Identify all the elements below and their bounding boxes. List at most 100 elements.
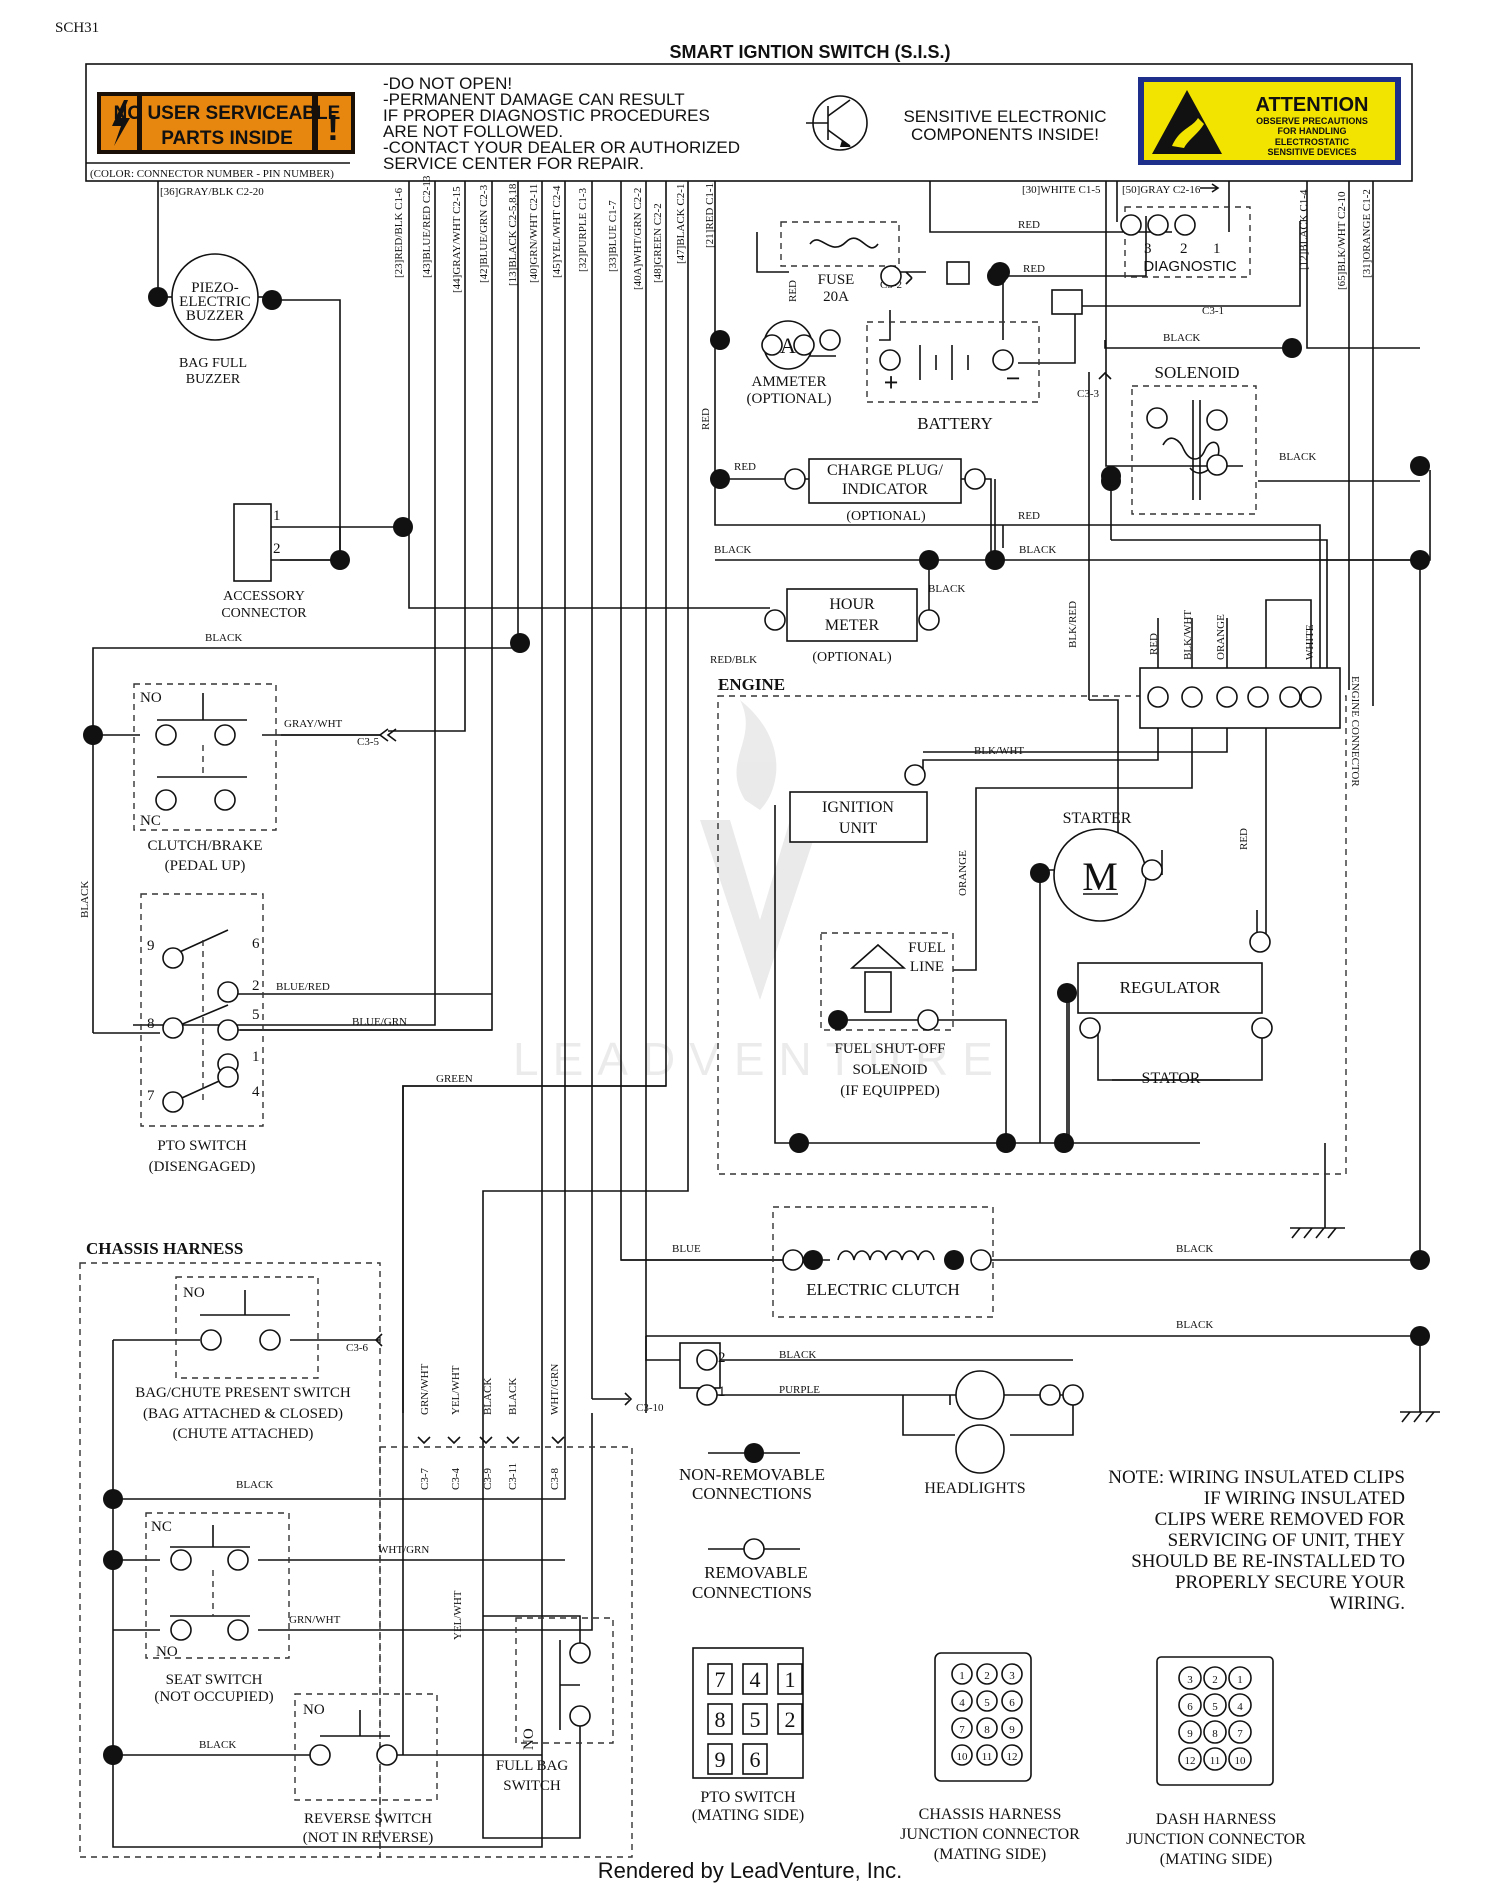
- svg-text:CONNECTIONS: CONNECTIONS: [692, 1484, 812, 1503]
- ignition-unit: IGNITION UNIT: [789, 791, 928, 843]
- bag-chute-switch: NO BAG/CHUTE PRESENT SWITCH (BAG ATTACHE…: [135, 1276, 351, 1442]
- svg-text:BLK/WHT: BLK/WHT: [1182, 610, 1194, 660]
- no-user-serviceable-badge: ! NO USER SERVICEABLE PARTS INSIDE: [97, 92, 355, 154]
- svg-text:NC: NC: [151, 1519, 172, 1535]
- svg-text:-CONTACT YOUR DEALER OR AUTHOR: -CONTACT YOUR DEALER OR AUTHORIZED: [383, 138, 740, 157]
- svg-text:METER: METER: [825, 617, 880, 634]
- removable-connection: [1300, 686, 1322, 708]
- removable-connection: [259, 1329, 281, 1351]
- svg-text:BLACK: BLACK: [1019, 544, 1056, 556]
- chassis-pin-number: 7: [959, 1724, 965, 1736]
- pto-pin-cell: [742, 1663, 768, 1695]
- fixed-connection: [83, 725, 103, 745]
- fixed-connection: [710, 469, 730, 489]
- removable-connection: [376, 1744, 398, 1766]
- connection-nodes: [83, 214, 1430, 1766]
- chassis-pin-number: 8: [984, 1724, 990, 1736]
- dash-pin-number: 8: [1212, 1728, 1218, 1740]
- removable-connection: [970, 1249, 992, 1271]
- svg-text:SOLENOID: SOLENOID: [853, 1062, 928, 1078]
- wire-tag-white: [30]WHITE C1-5: [1022, 184, 1101, 196]
- svg-text:1: 1: [252, 1049, 260, 1065]
- removable-connection: [217, 1019, 239, 1041]
- wire-tag-blue-grn: [42]BLUE/GRN C2-3: [478, 184, 490, 283]
- sensitive-line-2: COMPONENTS INSIDE!: [911, 125, 1099, 144]
- dash-pin-cell: [1203, 1693, 1227, 1717]
- svg-text:ORANGE: ORANGE: [957, 850, 969, 896]
- dash-pin-cell: [1178, 1720, 1202, 1744]
- removable-connection: [162, 1091, 184, 1113]
- svg-text:BLACK: BLACK: [205, 632, 242, 644]
- removable-connection: [784, 468, 806, 490]
- svg-text:RED: RED: [700, 408, 712, 430]
- svg-text:FUSE: FUSE: [818, 272, 855, 288]
- dash-pin-cell: [1178, 1666, 1202, 1690]
- svg-text:RED/BLK: RED/BLK: [710, 654, 757, 666]
- svg-text:ELECTRIC CLUTCH: ELECTRIC CLUTCH: [806, 1280, 959, 1299]
- engine-ground-icon: [1290, 1220, 1345, 1239]
- removable-connection: [309, 1744, 331, 1766]
- fixed-connection: [1057, 983, 1077, 1003]
- svg-text:BUZZER: BUZZER: [186, 308, 244, 324]
- svg-text:IF PROPER DIAGNOSTIC PROCEDURE: IF PROPER DIAGNOSTIC PROCEDURES: [383, 106, 710, 125]
- battery: + − BATTERY: [866, 321, 1040, 433]
- svg-text:INDICATOR: INDICATOR: [842, 481, 928, 498]
- chassis-pin-number: 3: [1009, 1670, 1015, 1682]
- svg-text:DASH HARNESS: DASH HARNESS: [1156, 1811, 1276, 1828]
- removable-connection: [1146, 407, 1168, 429]
- wire-tag-orange: [31]ORANGE C1-2: [1361, 189, 1373, 278]
- svg-text:WHITE: WHITE: [1304, 624, 1316, 660]
- svg-text:BLACK: BLACK: [1176, 1319, 1213, 1331]
- regulator: REGULATOR STATOR: [1077, 962, 1263, 1087]
- fixed-connection: [510, 633, 530, 653]
- pto-pin-cell: [742, 1743, 768, 1775]
- pto-switch: 9 6 2 8 5 1 7 4 PTO SWITCH (DISENGAGED): [140, 893, 264, 1175]
- svg-text:(OPTIONAL): (OPTIONAL): [846, 509, 926, 524]
- wire-tag-gray: [50]GRAY C2-16: [1122, 184, 1201, 196]
- page-title: SMART IGNTION SWITCH (S.I.S.): [670, 42, 951, 62]
- pto-pin-cell: [777, 1663, 803, 1695]
- svg-text:5: 5: [252, 1007, 260, 1023]
- svg-text:1: 1: [273, 508, 281, 524]
- svg-text:ACCESSORY: ACCESSORY: [223, 589, 305, 604]
- svg-text:WHT/GRN: WHT/GRN: [378, 1544, 429, 1556]
- fixed-connection: [1054, 1133, 1074, 1153]
- svg-text:YEL/WHT: YEL/WHT: [450, 1365, 462, 1415]
- dash-pin-cell: [1203, 1747, 1227, 1771]
- pto-pin-number: 6: [750, 1747, 761, 1772]
- svg-text:(MATING SIDE): (MATING SIDE): [934, 1846, 1046, 1863]
- wire-labels: GRAY/WHT BLACK BLACK BLUE/RED BLUE/GRN G…: [79, 219, 1316, 1751]
- chassis-pin-number: 10: [957, 1751, 969, 1763]
- chassis-pin-cell: [1001, 1663, 1023, 1685]
- svg-text:CHASSIS HARNESS: CHASSIS HARNESS: [919, 1806, 1062, 1823]
- removable-connection: [696, 1384, 718, 1406]
- dash-pin-number: 7: [1237, 1728, 1243, 1740]
- svg-text:ENGINE: ENGINE: [718, 675, 785, 694]
- svg-text:BATTERY: BATTERY: [917, 414, 993, 433]
- svg-text:BAG FULL: BAG FULL: [179, 356, 247, 371]
- chassis-ground-icon: [1400, 1411, 1440, 1423]
- svg-text:YEL/WHT: YEL/WHT: [452, 1590, 464, 1640]
- svg-text:REVERSE SWITCH: REVERSE SWITCH: [304, 1811, 432, 1827]
- svg-text:C3-9: C3-9: [482, 1468, 494, 1491]
- svg-text:REGULATOR: REGULATOR: [1120, 978, 1221, 997]
- wire-tag-blue: [33]BLUE C1-7: [607, 200, 619, 272]
- svg-text:PIEZO-: PIEZO-: [191, 280, 239, 296]
- svg-text:C3-4: C3-4: [450, 1468, 462, 1491]
- svg-text:(OPTIONAL): (OPTIONAL): [747, 391, 832, 407]
- attention-title: ATTENTION: [1256, 94, 1369, 116]
- svg-text:SEAT SWITCH: SEAT SWITCH: [166, 1672, 263, 1688]
- svg-text:FOR HANDLING: FOR HANDLING: [1278, 126, 1347, 136]
- svg-text:BLACK: BLACK: [482, 1378, 494, 1415]
- svg-text:C3-8: C3-8: [549, 1468, 561, 1491]
- svg-text:JUNCTION CONNECTOR: JUNCTION CONNECTOR: [900, 1826, 1080, 1843]
- svg-text:LINE: LINE: [910, 959, 944, 975]
- svg-text:REMOVABLE: REMOVABLE: [704, 1563, 808, 1582]
- svg-text:BLUE/GRN: BLUE/GRN: [352, 1016, 407, 1028]
- pto-pin-cell: [707, 1703, 733, 1735]
- watermark: LEADVENTURE: [513, 700, 993, 1085]
- svg-text:SWITCH: SWITCH: [503, 1778, 561, 1794]
- svg-text:(IF EQUIPPED): (IF EQUIPPED): [840, 1083, 940, 1099]
